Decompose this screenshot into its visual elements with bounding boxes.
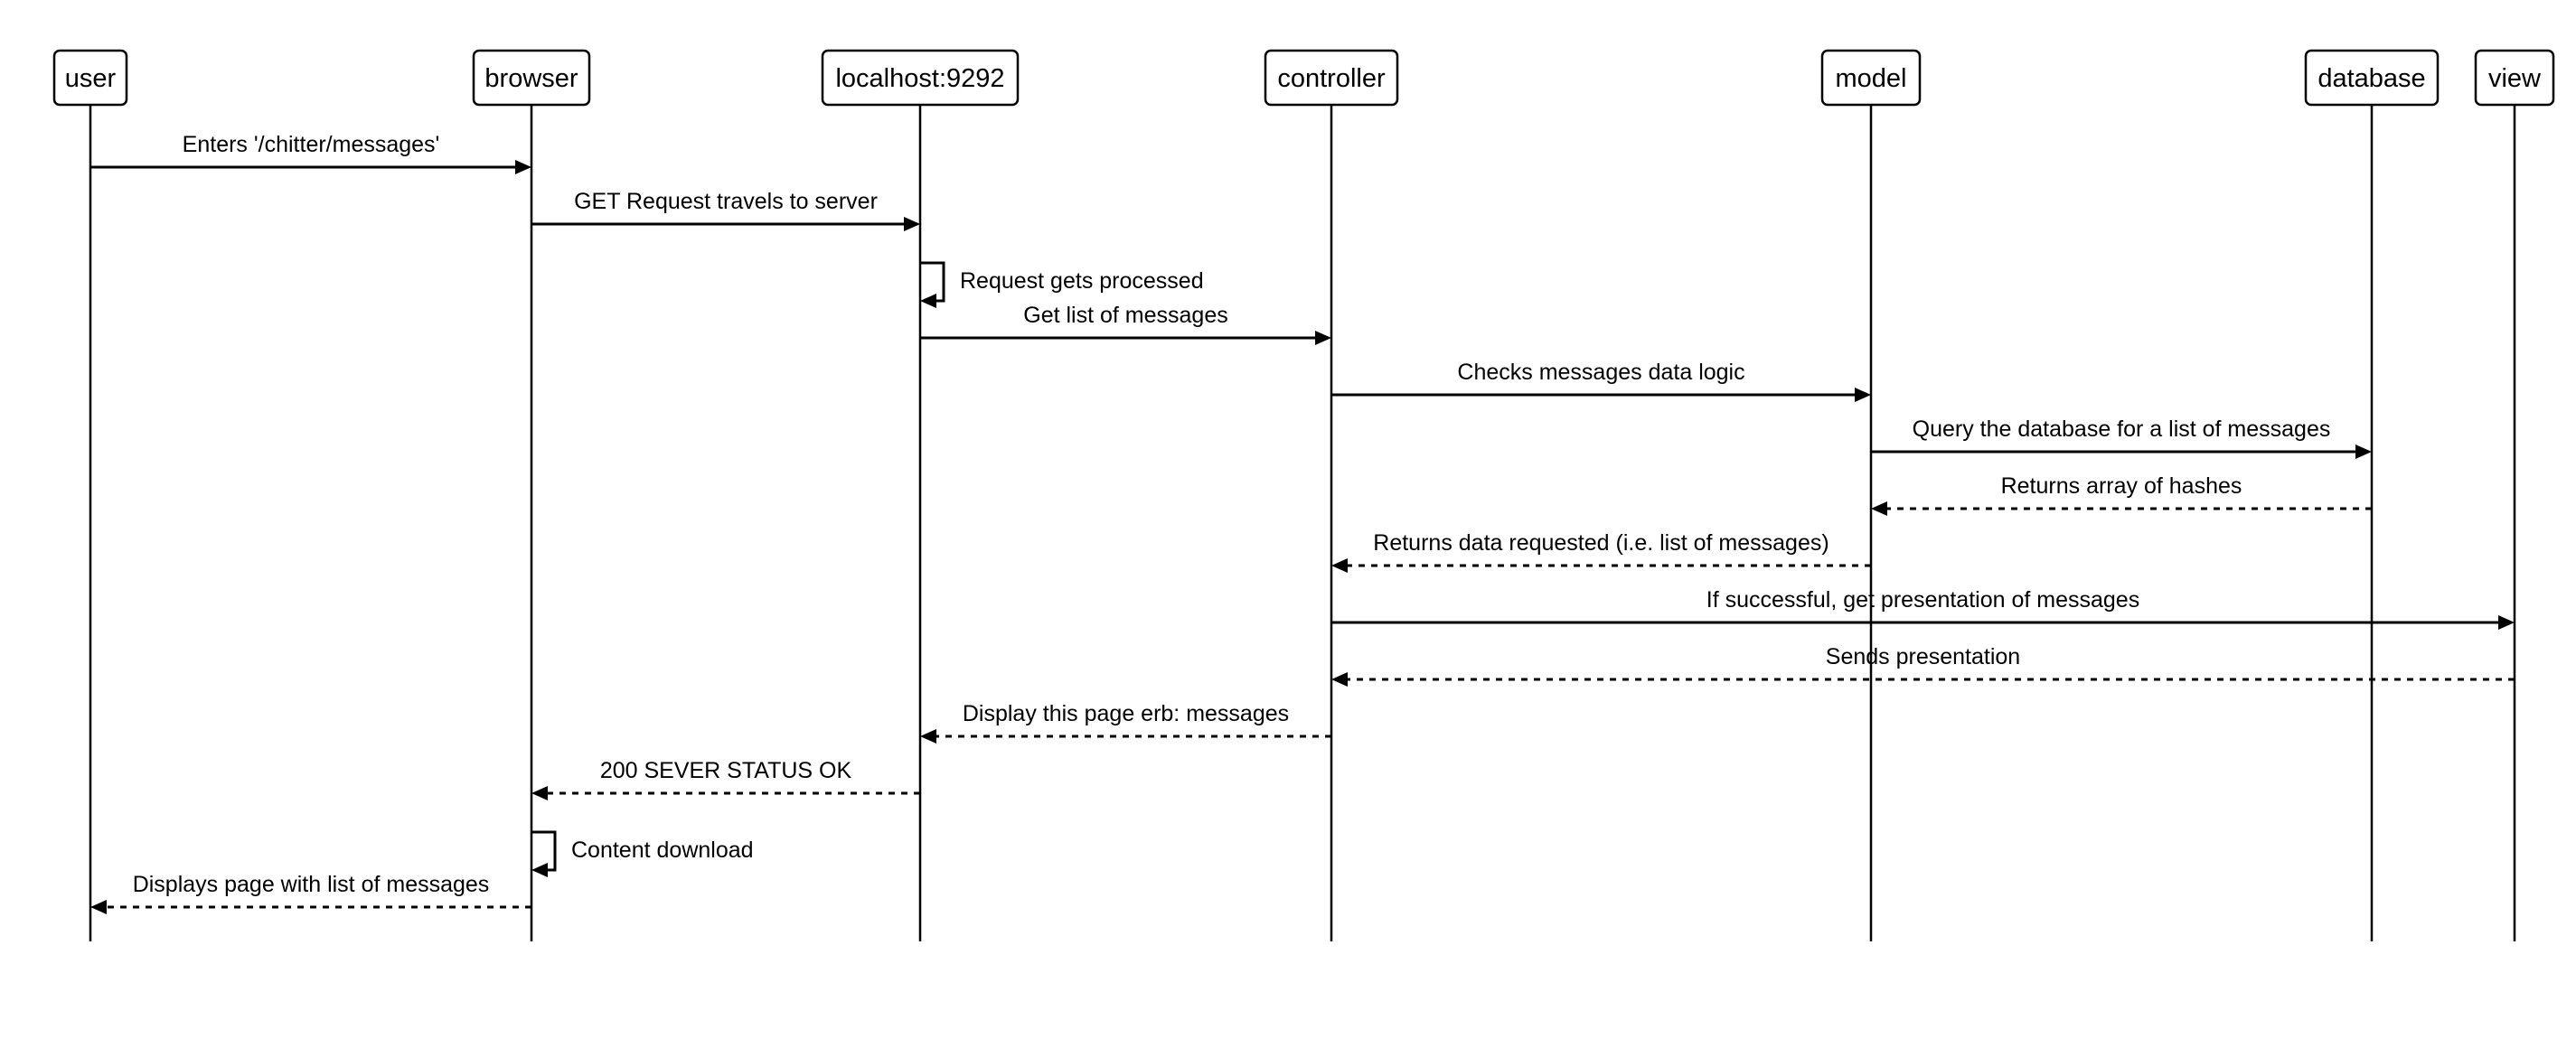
message-9: If successful, get presentation of messa… bbox=[1331, 587, 2515, 630]
arrowhead bbox=[2498, 615, 2515, 630]
message-10: Sends presentation bbox=[1331, 644, 2515, 687]
arrowhead bbox=[920, 294, 936, 308]
participant-box-localhost bbox=[821, 49, 1020, 107]
lifelines bbox=[89, 105, 2516, 941]
participant-label-localhost: localhost:9292 bbox=[835, 64, 1004, 93]
message-label: If successful, get presentation of messa… bbox=[1706, 587, 2139, 613]
participant-box-model bbox=[1820, 49, 1922, 107]
arrowhead bbox=[1315, 331, 1331, 345]
message-label: Display this page erb: messages bbox=[963, 701, 1289, 726]
arrowhead bbox=[1871, 501, 1887, 516]
message-label: Sends presentation bbox=[1826, 644, 2020, 669]
participant-label-model: model bbox=[1836, 64, 1907, 93]
message-label: Returns array of hashes bbox=[2001, 473, 2242, 499]
participant-label-controller: controller bbox=[1277, 64, 1386, 93]
participant-label-view: view bbox=[2488, 64, 2542, 93]
message-11: Display this page erb: messages bbox=[920, 701, 1331, 744]
message-13: Content download bbox=[531, 830, 754, 877]
participant-browser: browser bbox=[472, 49, 591, 107]
participant-localhost: localhost:9292 bbox=[821, 49, 1020, 107]
message-label: Returns data requested (i.e. list of mes… bbox=[1373, 530, 1829, 556]
participant-user: user bbox=[52, 49, 128, 107]
participants: user browser localhost:9292 controller model… bbox=[52, 49, 2555, 107]
message-6: Query the database for a list of message… bbox=[1871, 416, 2372, 459]
participant-controller: controller bbox=[1264, 49, 1399, 107]
arrowhead bbox=[2355, 444, 2372, 459]
messages: Enters '/chitter/messages' GET Request tr… bbox=[90, 132, 2515, 914]
participant-model: model bbox=[1820, 49, 1922, 107]
message-line bbox=[531, 830, 557, 872]
message-label: GET Request travels to server bbox=[574, 189, 878, 214]
arrowhead bbox=[531, 863, 548, 877]
participant-label-browser: browser bbox=[484, 64, 578, 93]
message-label: Enters '/chitter/messages' bbox=[183, 132, 440, 157]
message-5: Checks messages data logic bbox=[1331, 360, 1871, 402]
participant-box-database bbox=[2304, 49, 2440, 107]
message-label: Checks messages data logic bbox=[1457, 360, 1744, 385]
participant-box-browser bbox=[472, 49, 591, 107]
participant-database: database bbox=[2304, 49, 2440, 107]
message-8: Returns data requested (i.e. list of mes… bbox=[1331, 530, 1871, 573]
participant-label-user: user bbox=[65, 64, 117, 93]
arrowhead bbox=[531, 786, 548, 800]
message-label: Content download bbox=[571, 837, 754, 863]
arrowhead bbox=[920, 729, 936, 744]
message-label: Displays page with list of messages bbox=[133, 872, 490, 897]
arrowhead bbox=[515, 160, 531, 174]
message-2: GET Request travels to server bbox=[531, 189, 920, 231]
arrowhead bbox=[1331, 558, 1348, 573]
message-label: Query the database for a list of message… bbox=[1913, 416, 2331, 442]
message-line bbox=[920, 261, 945, 303]
message-4: Get list of messages bbox=[920, 303, 1331, 345]
participant-box-controller bbox=[1264, 49, 1399, 107]
participant-label-database: database bbox=[2317, 64, 2425, 93]
participant-view: view bbox=[2474, 49, 2555, 107]
message-label: Request gets processed bbox=[960, 268, 1204, 294]
participant-box-user bbox=[52, 49, 128, 107]
participant-box-view bbox=[2474, 49, 2555, 107]
message-14: Displays page with list of messages bbox=[90, 872, 531, 914]
message-12: 200 SEVER STATUS OK bbox=[531, 758, 920, 800]
message-3: Request gets processed bbox=[920, 261, 1204, 308]
arrowhead bbox=[90, 900, 107, 914]
message-label: Get list of messages bbox=[1023, 303, 1227, 328]
arrowhead bbox=[904, 217, 920, 231]
arrowhead bbox=[1331, 672, 1348, 687]
message-1: Enters '/chitter/messages' bbox=[90, 132, 531, 174]
message-7: Returns array of hashes bbox=[1871, 473, 2372, 516]
message-label: 200 SEVER STATUS OK bbox=[600, 758, 852, 783]
arrowhead bbox=[1855, 388, 1871, 402]
